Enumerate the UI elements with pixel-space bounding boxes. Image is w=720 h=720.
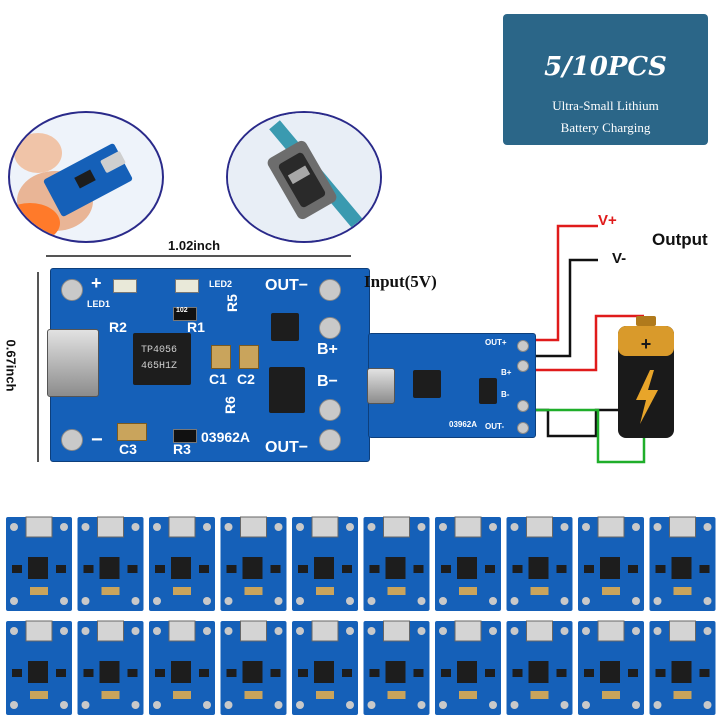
tp4056-chip-small (413, 370, 441, 398)
small-b-minus-label: B- (501, 390, 510, 399)
label-c2: C2 (237, 371, 255, 387)
label-plus: + (91, 273, 102, 293)
mosfet-chip-small (479, 378, 497, 404)
grid-board (77, 516, 144, 612)
grid-board (77, 620, 144, 716)
tp4056-chip (133, 333, 191, 385)
label-r5: R5 (223, 294, 240, 312)
pad (319, 399, 341, 421)
pad (61, 279, 83, 301)
protection-ic (271, 313, 299, 341)
grid-board (148, 620, 216, 716)
wire-green (530, 408, 646, 464)
label-chip: TP4056 (141, 345, 178, 356)
micro-usb-port-small (367, 368, 395, 404)
label-out-minus-bottom: OUT− (265, 439, 309, 456)
label-chip-code: 465H1Z (141, 361, 178, 372)
label-r6: R6 (221, 396, 238, 414)
capacitor-c2 (239, 345, 259, 369)
grid-board (649, 620, 716, 716)
grid-board (577, 516, 645, 612)
wire-battery-plus (530, 314, 644, 372)
small-pcb-board: OUT+ B+ B- OUT- 03962A (367, 333, 536, 438)
pad-b-minus (517, 400, 529, 412)
capacitor-c3 (117, 423, 147, 441)
label-b-minus: B− (317, 373, 338, 390)
promo-title: 5/10PCS (544, 52, 667, 82)
resistor-r3 (173, 429, 197, 443)
grid-board (506, 516, 573, 612)
led2 (175, 279, 199, 293)
resistor-102 (173, 307, 197, 321)
usb-zoom-illustration (228, 113, 380, 241)
led1 (113, 279, 137, 293)
grid-board (148, 516, 216, 612)
grid-board (220, 516, 287, 612)
board-grid (5, 516, 716, 716)
pad-out-minus (517, 422, 529, 434)
label-102: 102 (176, 307, 188, 314)
grid-board (434, 620, 502, 716)
large-pcb-board: + − LED1 LED2 R2 R1 102 R5 R6 C1 C2 C3 R… (47, 268, 370, 462)
grid-board (220, 620, 287, 716)
label-r3: R3 (173, 441, 191, 457)
grid-board (363, 620, 430, 716)
grid-board (649, 516, 716, 612)
circle-hand-photo (8, 111, 164, 243)
grid-board (506, 620, 573, 716)
promo-subtitle-line2: Battery Charging (560, 120, 651, 135)
height-dimension-line (37, 272, 39, 462)
micro-usb-port (47, 329, 99, 397)
svg-text:+: + (641, 334, 652, 354)
label-led1: LED1 (87, 299, 111, 309)
promo-subtitle-line1: Ultra-Small Lithium (552, 98, 659, 113)
label-b-plus: B+ (317, 341, 338, 358)
grid-board (434, 516, 502, 612)
small-out-plus-label: OUT+ (485, 338, 507, 347)
label-out-minus-top: OUT− (265, 277, 309, 294)
small-b-plus-label: B+ (501, 368, 512, 377)
label-c1: C1 (209, 371, 227, 387)
pad-out-plus (517, 340, 529, 352)
label-r2: R2 (109, 319, 127, 335)
label-minus: − (91, 429, 103, 451)
grid-board (363, 516, 430, 612)
pad-b-plus (517, 360, 529, 372)
circle-usb-zoom (226, 111, 382, 243)
label-r1: R1 (187, 319, 205, 335)
pad (61, 429, 83, 451)
pad (319, 429, 341, 451)
promo-badge: 5/10PCS Ultra-Small Lithium Battery Char… (503, 14, 708, 145)
input-label: Input(5V) (364, 272, 437, 291)
v-plus-label: V+ (598, 212, 617, 229)
label-led2: LED2 (209, 279, 233, 289)
pad (319, 317, 341, 339)
grid-board (577, 620, 645, 716)
grid-board (291, 620, 359, 716)
wire-v-plus (530, 224, 598, 342)
width-dimension-label: 1.02inch (168, 238, 221, 253)
height-dimension-label: 0.67inch (3, 339, 19, 392)
label-board-code: 03962A (201, 429, 251, 445)
width-dimension-line (46, 255, 351, 257)
wiring-diagram (530, 224, 646, 464)
output-label: Output (652, 230, 708, 249)
label-c3: C3 (119, 441, 137, 457)
v-minus-label: V- (612, 250, 627, 267)
pad (319, 279, 341, 301)
battery-icon: + (618, 316, 674, 438)
grid-board (5, 620, 73, 716)
wire-v-minus (530, 258, 598, 358)
small-out-minus-label: OUT- (485, 422, 505, 431)
mosfet-chip (269, 367, 305, 413)
grid-board (291, 516, 359, 612)
small-board-code: 03962A (449, 420, 478, 429)
hand-board-illustration (10, 133, 133, 241)
grid-board (5, 516, 73, 612)
capacitor-c1 (211, 345, 231, 369)
